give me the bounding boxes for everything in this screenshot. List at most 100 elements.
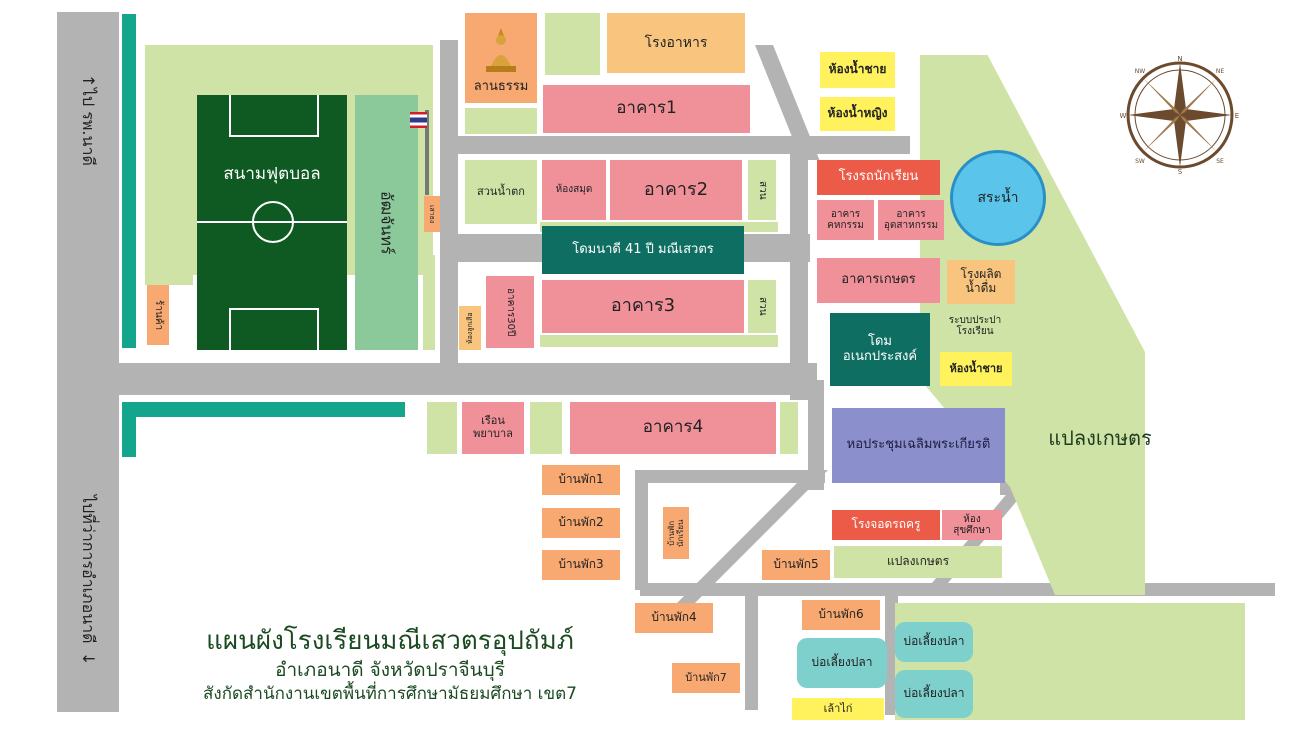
compass-n: N <box>1177 55 1182 63</box>
compass-ne: NE <box>1216 68 1224 75</box>
dome41: โดมนาดี 41 ปี มณีเสวตร <box>542 226 744 274</box>
garden-right-2-label: สวน <box>756 180 768 200</box>
road-lower-left-vertical <box>635 470 648 590</box>
nurse-house-label: เรือน พยาบาล <box>473 414 513 440</box>
water-plant: โรงผลิต น้ำดื่ม <box>947 260 1015 304</box>
women-toilet: ห้องน้ำหญิง <box>820 97 895 131</box>
teacher-parking-label: โรงจอดรถครู <box>851 517 921 532</box>
school-bus-label: โรงรถนักเรียน <box>838 169 919 185</box>
building1-label: อาคาร1 <box>616 98 677 119</box>
flagpole <box>425 110 429 195</box>
road-label-top: ↑ ไป รพ.นาดี <box>60 40 116 200</box>
stadium: อัฒจันทร์ <box>355 95 418 350</box>
buddha-icon <box>486 28 516 73</box>
student-home: บ้านพักนักเรียน <box>663 507 689 559</box>
house7: บ้านพัก7 <box>672 663 740 693</box>
health-room: ห้อง สุขศึกษา <box>942 510 1002 540</box>
fish-pond-right-bottom: บ่อเลี้ยงปลา <box>895 670 973 718</box>
road-lower-mid-vertical <box>745 590 758 710</box>
road-label-bottom: ไปที่ว่าการอำเภอนาดี ↓ <box>60 470 116 690</box>
canteen-label: โรงอาหาร <box>644 34 708 51</box>
grass-near-lan-dham <box>465 108 537 134</box>
multi-purpose-dome: โดม อเนกประสงค์ <box>830 313 930 386</box>
football-field-label: สนามฟุตบอล <box>223 164 321 184</box>
building1: อาคาร1 <box>543 85 750 133</box>
map-title-line1: แผนผังโรงเรียนมณีเสวตรอุปถัมภ์ <box>206 626 574 656</box>
student-home-label: บ้านพักนักเรียน <box>666 519 685 547</box>
road-bottom-horizontal <box>640 583 1275 596</box>
teal-border-lower-vertical <box>122 402 136 457</box>
school-bus-garage: โรงรถนักเรียน <box>817 160 940 195</box>
fish-pond-right-bottom-label: บ่อเลี้ยงปลา <box>903 686 965 701</box>
compass-sw: SW <box>1135 158 1145 165</box>
road-right-vertical <box>790 140 808 400</box>
house3-label: บ้านพัก3 <box>558 557 604 572</box>
building2-label: อาคาร2 <box>643 178 709 200</box>
grass-strip-right <box>423 255 435 350</box>
grass-strip-b4-right <box>780 402 798 454</box>
grass-top-small <box>545 13 600 75</box>
waterfall-garden: สวนน้ำตก <box>465 160 537 224</box>
compass-se: SE <box>1216 158 1224 165</box>
road-lower-right-vertical <box>885 590 898 715</box>
canteen: โรงอาหาร <box>607 13 745 73</box>
pond: สระน้ำ <box>950 150 1046 246</box>
road-lower-horizontal <box>640 470 825 483</box>
compass-e: E <box>1235 112 1239 120</box>
home-ec-building: อาคาร คหกรรม <box>817 200 874 240</box>
stadium-label: อัฒจันทร์ <box>377 190 397 255</box>
house6-label: บ้านพัก6 <box>818 607 864 622</box>
building30: อาคาร30ปี <box>486 276 534 348</box>
house1: บ้านพัก1 <box>542 465 620 495</box>
house2-label: บ้านพัก2 <box>558 515 604 530</box>
house6: บ้านพัก6 <box>802 600 880 630</box>
lan-dham: ลานธรรม <box>465 13 537 103</box>
garden-right-3-label: สวน <box>756 297 768 316</box>
farm-plot-big: แปลงเกษตร <box>1030 420 1170 456</box>
teacher-parking: โรงจอดรถครู <box>832 510 940 540</box>
grass-strip-left <box>145 275 193 285</box>
grass-strip-b4-mid <box>530 402 562 454</box>
health-room-label: ห้อง สุขศึกษา <box>953 513 991 537</box>
grass-strip-b4-left <box>427 402 457 454</box>
road-top-horizontal <box>440 136 910 154</box>
fish-pond-right-top-label: บ่อเลี้ยงปลา <box>903 634 965 649</box>
home-ec-label: อาคาร คหกรรม <box>827 208 864 232</box>
auditorium-label: หอประชุมเฉลิมพระเกียรติ <box>846 437 991 453</box>
fish-pond-right-top: บ่อเลี้ยงปลา <box>895 622 973 662</box>
scouts-room: ห้องลูกเสือ <box>459 306 481 350</box>
house4: บ้านพัก4 <box>635 603 713 633</box>
scouts-room-label: ห้องลูกเสือ <box>465 312 474 344</box>
agri-building: อาคารเกษตร <box>817 258 940 303</box>
fish-pond-left: บ่อเลี้ยงปลา <box>797 638 887 688</box>
chicken-coop-label: เล้าไก่ <box>823 701 853 715</box>
football-field: สนามฟุตบอล <box>197 95 347 350</box>
lan-dham-label: ลานธรรม <box>473 79 529 95</box>
farm-plot-big-label: แปลงเกษตร <box>1048 425 1152 450</box>
nurse-house: เรือน พยาบาล <box>462 402 524 454</box>
house7-label: บ้านพัก7 <box>685 670 727 684</box>
industrial-label: อาคาร อุตสาหกรรม <box>883 208 939 232</box>
fish-pond-left-label: บ่อเลี้ยงปลา <box>811 655 873 670</box>
road-main-horizontal <box>57 363 817 395</box>
building4-label: อาคาร4 <box>642 417 704 438</box>
garden-right-3: สวน <box>748 280 776 333</box>
flagpole-label: เสาธง <box>428 204 437 224</box>
teal-border-top-left <box>122 14 136 348</box>
women-toilet-label: ห้องน้ำหญิง <box>827 106 888 121</box>
library-label: ห้องสมุด <box>555 184 593 196</box>
chicken-coop: เล้าไก่ <box>792 698 884 720</box>
road-right-outer-vertical <box>808 380 824 490</box>
building3-label: อาคาร3 <box>610 295 676 317</box>
dome41-label: โดมนาดี 41 ปี มณีเสวตร <box>572 241 714 257</box>
school-shop-label: ร้านค้า <box>152 299 164 331</box>
men-toilet-top-label: ห้องน้ำชาย <box>828 62 887 77</box>
road-label-top-text: ไป รพ.นาดี <box>79 87 99 166</box>
road-label-bottom-arrow: ↓ <box>79 651 99 665</box>
compass-rose-icon: N S E W NE NW SE SW <box>1120 55 1239 175</box>
compass-s: S <box>1178 168 1183 175</box>
garden-right-2: สวน <box>748 160 776 220</box>
men-toilet-mid-label: ห้องน้ำชาย <box>949 361 1003 375</box>
men-toilet-top: ห้องน้ำชาย <box>820 52 895 88</box>
